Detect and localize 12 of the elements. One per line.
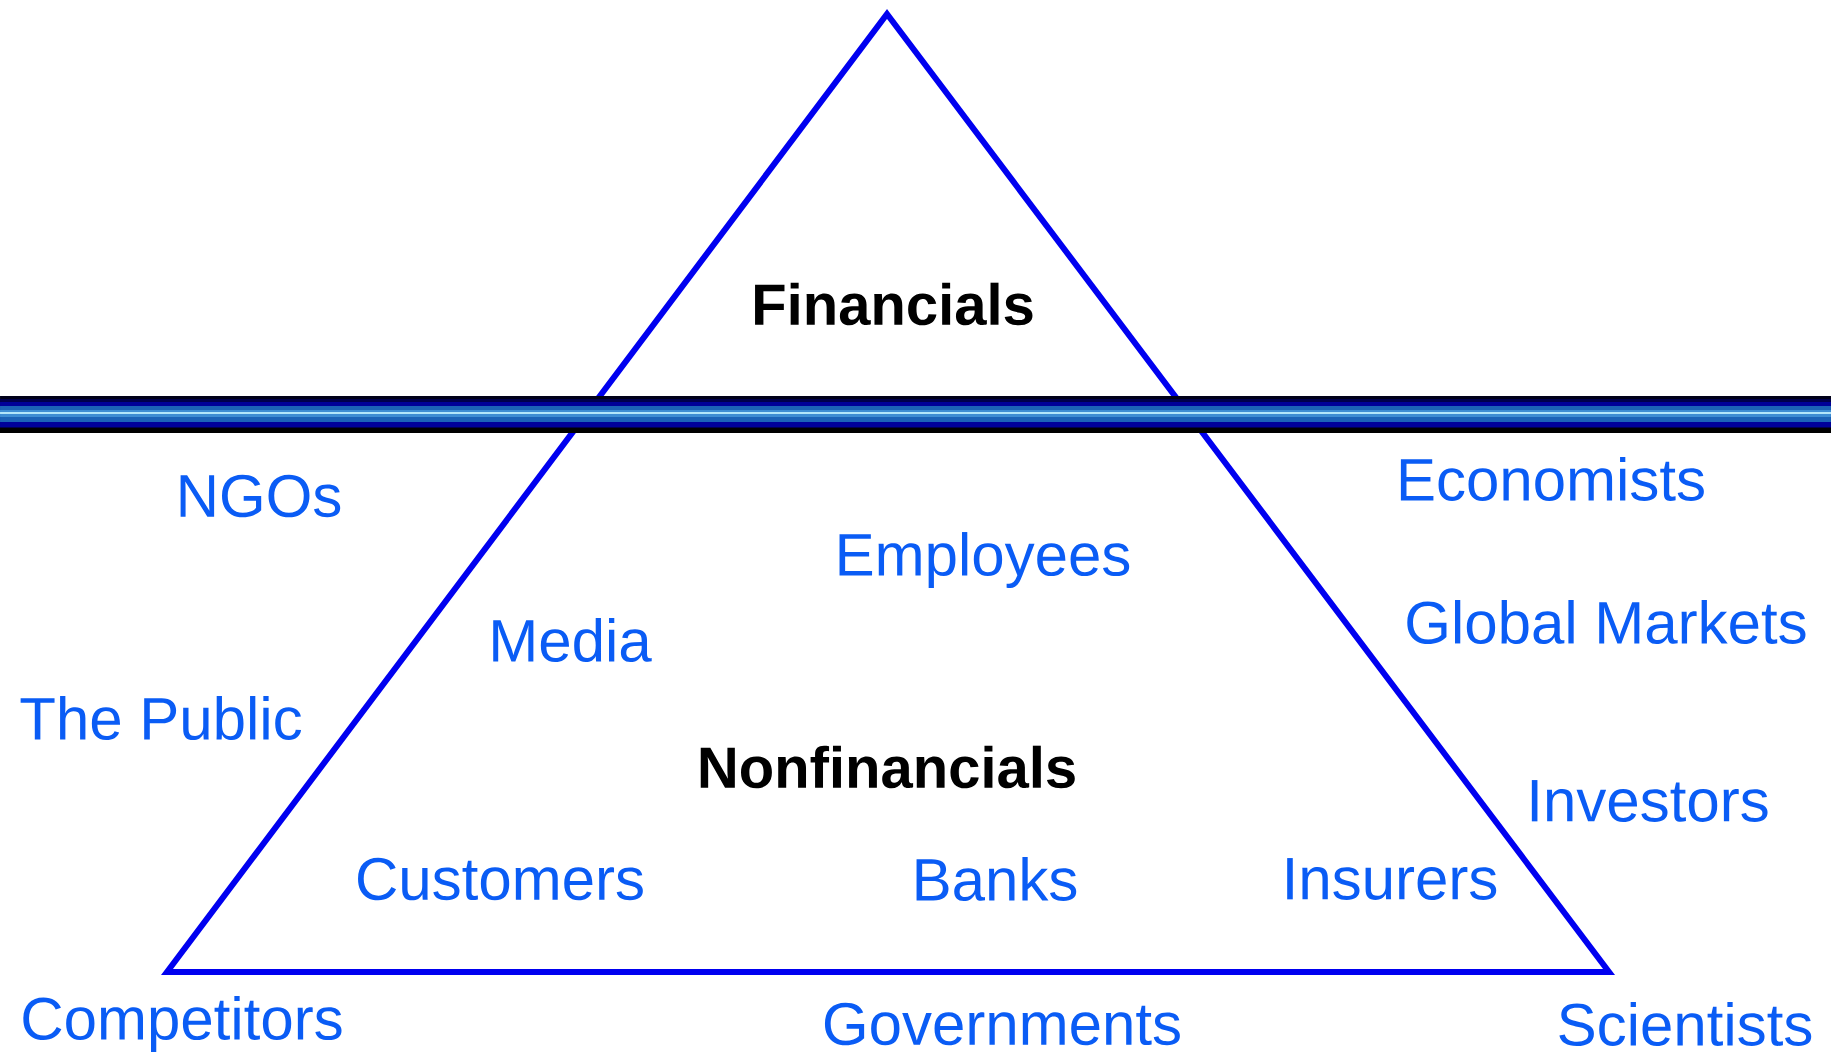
stakeholder-label: Economists (1400, 456, 1704, 501)
stakeholder-label: Investors (1531, 780, 1768, 822)
stakeholder-label: The Public (20, 695, 302, 740)
stakeholder-label: Global Markets (1407, 599, 1806, 644)
stakeholder-label: NGOs (180, 474, 341, 518)
stakeholder-label: Banks (916, 856, 1077, 901)
stakeholder-label: Employees (839, 532, 1130, 588)
stakeholder-label: Insurers (1287, 858, 1497, 900)
stakeholder-label: Customers (358, 857, 643, 901)
stakeholder-label: Competitors (23, 996, 342, 1052)
stakeholder-label: Scientists (1559, 1001, 1812, 1046)
stakeholder-label: Media (493, 617, 652, 662)
